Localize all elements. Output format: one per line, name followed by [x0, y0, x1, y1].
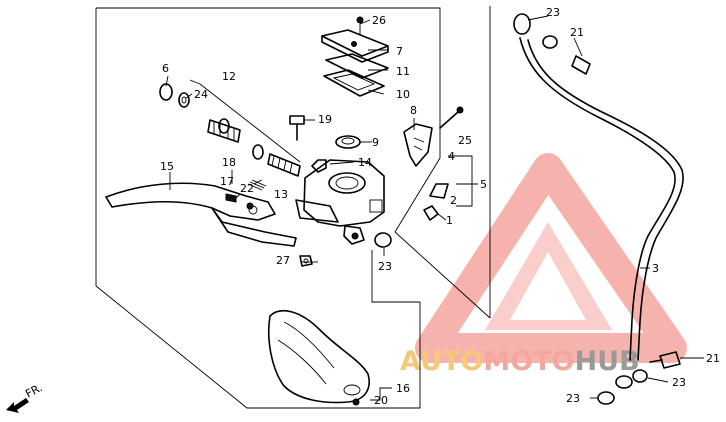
callout-5: 5: [480, 178, 487, 191]
callout-4: 4: [448, 150, 455, 163]
watermark-triangle: [415, 153, 687, 363]
callout-25: 25: [458, 134, 472, 147]
callout-6: 6: [162, 62, 169, 75]
callout-23-cylinder: 23: [378, 260, 392, 273]
callout-7: 7: [396, 45, 403, 58]
callout-labels: 26 7 11 10 6 12 24 19 9 8 25 4 14 15 18 …: [160, 6, 720, 407]
callout-9: 9: [372, 136, 379, 149]
assembly-frame: [95, 6, 491, 409]
watermark-text-moto: MOTO: [483, 346, 574, 377]
front-direction-label: FR.: [23, 381, 44, 400]
hand-guard: [267, 309, 370, 406]
callout-15: 15: [160, 160, 174, 173]
callout-16: 16: [396, 382, 410, 395]
callout-17: 17: [220, 175, 234, 188]
callout-10: 10: [396, 88, 410, 101]
callout-26: 26: [372, 14, 386, 27]
callout-23-bottom-right: 23: [672, 376, 686, 389]
callout-8: 8: [410, 104, 417, 117]
callout-2: 2: [450, 194, 457, 207]
watermark-text-hub: HUB: [575, 346, 640, 377]
callout-1: 1: [446, 214, 453, 227]
front-arrow-icon: [6, 398, 29, 413]
leader-lines: [165, 15, 704, 401]
callout-13: 13: [274, 188, 288, 201]
callout-3: 3: [652, 262, 659, 275]
callout-24: 24: [194, 88, 208, 101]
svg-text:AUTOMOTOHUB: AUTOMOTOHUB: [400, 346, 640, 377]
front-direction-indicator: FR.: [6, 381, 44, 413]
callout-19: 19: [318, 113, 332, 126]
reservoir-cap: [321, 16, 389, 97]
callout-14: 14: [358, 156, 372, 169]
master-cylinder-body: [295, 159, 385, 245]
callout-11: 11: [396, 65, 410, 78]
callout-21-bottom: 21: [706, 352, 720, 365]
callout-22: 22: [240, 182, 254, 195]
watermark: AUTOMOTOHUB: [400, 153, 687, 377]
callout-23-bottom-left: 23: [566, 392, 580, 405]
watermark-text-auto: AUTO: [400, 346, 483, 377]
callout-12: 12: [222, 70, 236, 83]
callout-27: 27: [276, 254, 290, 267]
brake-lever: [105, 172, 297, 247]
callout-21-top: 21: [570, 26, 584, 39]
callout-20: 20: [374, 394, 388, 407]
brake-hose: [374, 13, 684, 405]
callout-18: 18: [222, 156, 236, 169]
callout-23-top: 23: [546, 6, 560, 19]
